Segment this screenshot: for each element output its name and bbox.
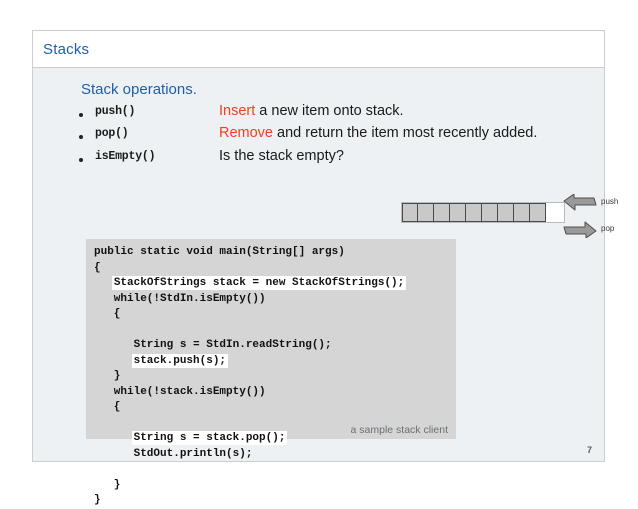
code-line: StackOfStrings stack = new StackOfString…: [86, 276, 456, 292]
operation-description-text: a new item onto stack.: [255, 103, 404, 119]
code-caption: a sample stack client: [350, 424, 448, 436]
operation-keyword: Insert: [219, 103, 256, 119]
code-line: }: [94, 370, 121, 382]
code-line: String s = StdIn.readString();: [94, 339, 332, 351]
stack-cell-row: [401, 202, 565, 223]
bullet-dot-icon: [79, 135, 83, 139]
stack-cell-filled: [434, 203, 450, 222]
stack-cell-filled: [498, 203, 514, 222]
operation-description: Insert a new item onto stack.: [219, 103, 404, 119]
pop-arrow-label: pop: [601, 224, 615, 233]
operation-signature: isEmpty(): [95, 150, 156, 163]
slide-body: Stack operations. push() Insert a new it…: [33, 69, 618, 506]
pop-arrow-icon: [563, 220, 597, 239]
code-line-highlight: stack.push(s);: [131, 353, 229, 368]
code-block: public static void main(String[] args){ …: [86, 239, 456, 506]
operation-description-text: Is the stack empty?: [219, 148, 344, 164]
slide-title-bar: Stacks: [33, 31, 604, 68]
stack-cell-filled: [450, 203, 466, 222]
code-line: {: [94, 308, 121, 320]
code-line: [86, 462, 456, 478]
section-heading: Stack operations.: [81, 81, 197, 98]
stack-cell-filled: [466, 203, 482, 222]
code-line: while(!stack.isEmpty()): [94, 385, 266, 398]
code-line-highlight: String s = stack.pop();: [131, 431, 288, 445]
pop-arrow-svg: [563, 221, 597, 239]
code-line: while(!StdIn.isEmpty()): [94, 292, 266, 305]
push-arrow-label: push: [601, 197, 619, 206]
page-title: Stacks: [43, 41, 90, 58]
stack-diagram: push pop: [369, 193, 618, 246]
code-lines: public static void main(String[] args){ …: [86, 245, 456, 509]
push-arrow-icon: [563, 193, 597, 212]
operation-keyword: Remove: [219, 125, 273, 141]
code-line: {: [94, 261, 101, 274]
operation-signature: push(): [95, 105, 136, 118]
code-line: StdOut.println(s);: [94, 447, 253, 460]
operation-description-text: and return the item most recently added.: [273, 125, 538, 141]
operation-signature: pop(): [95, 127, 129, 140]
stack-cell-empty: [546, 203, 564, 222]
code-line: public static void main(String[] args): [94, 246, 345, 258]
stack-cell-filled: [418, 203, 434, 222]
code-line: [86, 323, 456, 339]
slide: Stacks Stack operations. push() Insert a…: [32, 30, 618, 506]
code-line: {: [94, 401, 121, 413]
stack-cell-filled: [402, 203, 418, 222]
code-line: stack.push(s);: [86, 353, 456, 370]
code-line: }: [94, 494, 101, 506]
stack-cell-filled: [514, 203, 530, 222]
code-line: }: [94, 478, 121, 491]
stack-cell-filled: [530, 203, 546, 222]
page-number: 7: [586, 445, 592, 455]
bullet-dot-icon: [79, 158, 83, 162]
code-line-highlight: StackOfStrings stack = new StackOfString…: [111, 276, 407, 290]
code-line: String s = stack.pop();: [86, 431, 456, 447]
operation-description: Is the stack empty?: [219, 148, 344, 164]
push-arrow-svg: [563, 193, 597, 211]
bullet-dot-icon: [79, 113, 83, 117]
operation-description: Remove and return the item most recently…: [219, 125, 537, 141]
stack-cell-filled: [482, 203, 498, 222]
